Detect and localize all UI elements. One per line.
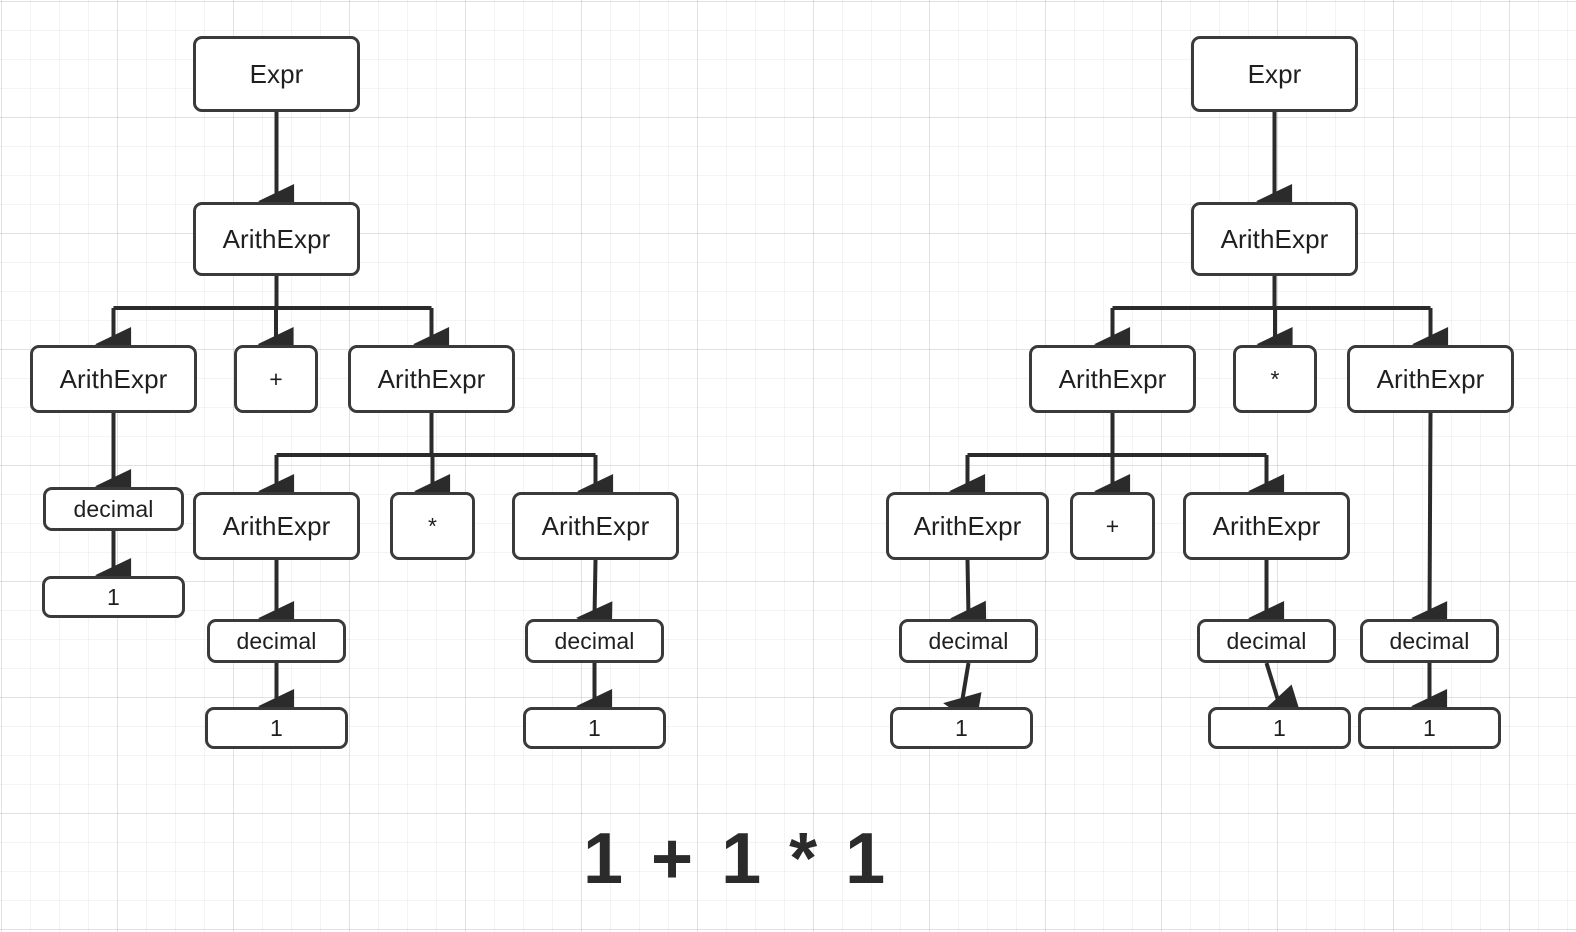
node-label: ArithExpr bbox=[1058, 363, 1167, 394]
node-label: decimal bbox=[554, 627, 635, 654]
node-node[interactable]: * bbox=[390, 492, 475, 560]
node-arithexpr[interactable]: ArithExpr bbox=[348, 345, 515, 413]
edge-R4c-R5c bbox=[1262, 662, 1302, 718]
node-1[interactable]: 1 bbox=[890, 707, 1033, 749]
expression-caption: 1 + 1 * 1 bbox=[583, 819, 890, 899]
node-1[interactable]: 1 bbox=[42, 576, 185, 618]
node-1[interactable]: 1 bbox=[1358, 707, 1501, 749]
node-1[interactable]: 1 bbox=[1208, 707, 1351, 749]
node-label: ArithExpr bbox=[1376, 363, 1485, 394]
node-label: + bbox=[269, 365, 283, 392]
node-arithexpr[interactable]: ArithExpr bbox=[30, 345, 197, 413]
node-expr[interactable]: Expr bbox=[193, 36, 360, 112]
node-arithexpr[interactable]: ArithExpr bbox=[1183, 492, 1350, 560]
node-label: ArithExpr bbox=[541, 510, 650, 541]
edge-L3d-L4c bbox=[576, 559, 613, 636]
node-label: decimal bbox=[1389, 627, 1470, 654]
node-label: 1 bbox=[588, 714, 601, 741]
node-arithexpr[interactable]: ArithExpr bbox=[886, 492, 1049, 560]
node-node[interactable]: + bbox=[1070, 492, 1155, 560]
node-1[interactable]: 1 bbox=[205, 707, 348, 749]
node-label: * bbox=[1270, 365, 1280, 392]
node-label: ArithExpr bbox=[1212, 510, 1321, 541]
node-decimal[interactable]: decimal bbox=[1360, 619, 1499, 663]
node-label: ArithExpr bbox=[59, 363, 168, 394]
edge-R3a-R4a bbox=[950, 559, 987, 636]
node-label: 1 bbox=[107, 583, 120, 610]
node-label: decimal bbox=[1226, 627, 1307, 654]
node-label: 1 bbox=[955, 714, 968, 741]
node-arithexpr[interactable]: ArithExpr bbox=[193, 492, 360, 560]
node-label: 1 bbox=[1273, 714, 1286, 741]
node-label: * bbox=[427, 512, 438, 539]
node-label: ArithExpr bbox=[222, 510, 331, 541]
node-label: decimal bbox=[73, 495, 154, 522]
node-arithexpr[interactable]: ArithExpr bbox=[193, 202, 360, 276]
node-label: decimal bbox=[236, 627, 317, 654]
edge-R2c-R4d bbox=[1411, 412, 1448, 636]
edge-R4a-R5a bbox=[943, 662, 982, 727]
node-label: + bbox=[1105, 512, 1120, 539]
node-label: 1 bbox=[270, 714, 283, 741]
node-label: ArithExpr bbox=[1220, 223, 1329, 254]
edge-group bbox=[95, 112, 1449, 727]
node-label: 1 bbox=[1423, 714, 1436, 741]
node-node[interactable]: * bbox=[1233, 345, 1317, 413]
node-label: decimal bbox=[928, 627, 1009, 654]
node-expr[interactable]: Expr bbox=[1191, 36, 1358, 112]
node-decimal[interactable]: decimal bbox=[899, 619, 1038, 663]
node-decimal[interactable]: decimal bbox=[525, 619, 664, 663]
node-label: Expr bbox=[249, 58, 304, 89]
node-label: ArithExpr bbox=[222, 223, 331, 254]
node-decimal[interactable]: decimal bbox=[1197, 619, 1336, 663]
node-node[interactable]: + bbox=[234, 345, 318, 413]
node-decimal[interactable]: decimal bbox=[43, 487, 184, 531]
node-arithexpr[interactable]: ArithExpr bbox=[1191, 202, 1358, 276]
node-label: ArithExpr bbox=[377, 363, 486, 394]
node-1[interactable]: 1 bbox=[523, 707, 666, 749]
node-label: Expr bbox=[1247, 58, 1302, 89]
node-arithexpr[interactable]: ArithExpr bbox=[1347, 345, 1514, 413]
node-decimal[interactable]: decimal bbox=[207, 619, 346, 663]
node-arithexpr[interactable]: ArithExpr bbox=[1029, 345, 1196, 413]
node-arithexpr[interactable]: ArithExpr bbox=[512, 492, 679, 560]
node-label: ArithExpr bbox=[913, 510, 1022, 541]
